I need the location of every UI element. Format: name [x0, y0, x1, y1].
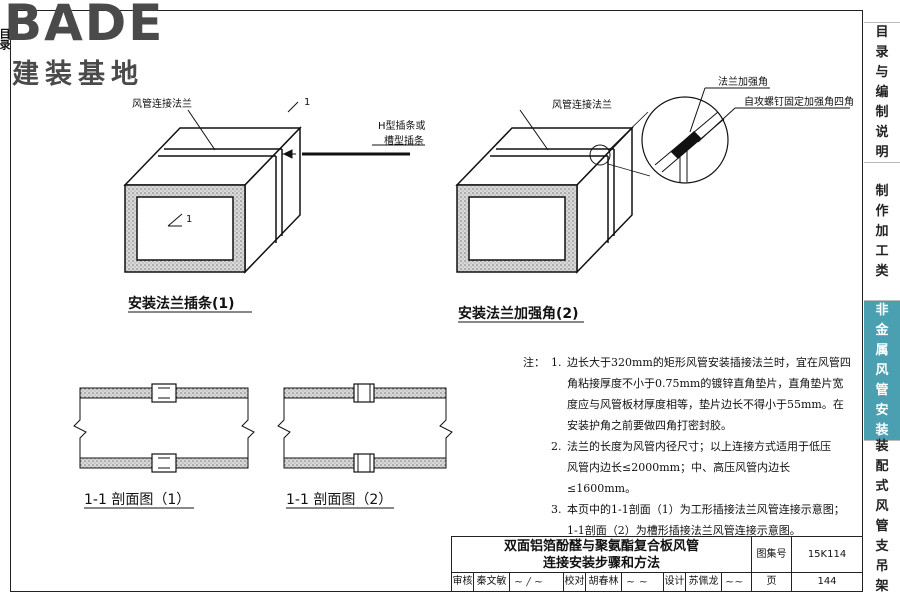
side-tab-hangers[interactable]: 装配式风管支吊架	[864, 439, 900, 594]
figure1-leaders	[187, 101, 425, 159]
check-label: 校对	[564, 573, 586, 591]
side-tab-catalog[interactable]: 目录与编制说明	[864, 22, 900, 162]
check-signature: ~ ~	[622, 573, 664, 591]
note-line: 本页中的1-1剖面（1）为工形插接法兰风管连接示意图；	[567, 503, 845, 516]
logo-subtitle: 建装基地	[12, 59, 144, 90]
title-line-2: 连接安装步骤和方法	[542, 556, 660, 571]
side-tab-fabrication[interactable]: 制作加工类	[864, 162, 900, 300]
side-tab-label: 目录与编制说明	[875, 24, 889, 160]
figure2-caption: 安装法兰加强角(2)	[458, 306, 579, 322]
note-number: 2.	[551, 440, 562, 453]
atlas-value: 15K114	[792, 537, 862, 573]
figure2-corner-label: 法兰加强角	[718, 77, 768, 88]
side-tab-label: 装配式风管支吊架	[875, 438, 889, 594]
side-tab-label: 制作加工类	[875, 183, 889, 279]
note-item: 3. 本页中的1-1剖面（1）为工形插接法兰风管连接示意图； 1-1剖面（2）为…	[523, 499, 853, 541]
drawing-frame	[10, 10, 863, 592]
left-tab-1: 目录	[0, 28, 11, 50]
review-label: 审核	[452, 573, 474, 591]
notes-block: 注： 1. 边长大于320mm的矩形风管安装插接法兰时，宜在风管四 角粘接厚度不…	[523, 352, 853, 541]
section2-caption: 1-1 剖面图（2）	[286, 492, 393, 508]
check-name: 胡春林	[586, 573, 622, 591]
notes-heading: 注：	[523, 356, 545, 369]
figure2-duct	[455, 96, 729, 274]
review-name: 秦文敏	[474, 573, 510, 591]
atlas-label: 图集号	[752, 537, 792, 573]
figure1-flange-label: 风管连接法兰	[132, 99, 192, 110]
design-label: 设计	[664, 573, 686, 591]
design-name: 苏佩龙	[686, 573, 722, 591]
note-number: 1.	[551, 356, 562, 369]
page-label: 页	[752, 573, 792, 591]
side-tab-nonmetal-duct[interactable]: 非金属风管安装	[864, 300, 900, 440]
figure1-inner-marker: 1	[186, 214, 193, 225]
note-line: 安装护角之前要做四角打密封胶。	[567, 419, 732, 432]
note-line: 风管内边长≤2000mm；中、高压风管内边长≤1600mm。	[567, 461, 791, 495]
title-block: 双面铝箔酚醛与聚氨酯复合板风管 连接安装步骤和方法 图集号 15K114 审核 …	[451, 536, 863, 592]
section2-drawing	[277, 383, 453, 473]
figure1-insert-label-2: 槽型插条	[384, 136, 424, 147]
figure1-section-marker: 1	[304, 97, 311, 108]
title-line-1: 双面铝箔酚醛与聚氨酯复合板风管	[503, 539, 699, 554]
note-line: 1-1剖面（2）为槽形插接法兰风管连接示意图。	[567, 524, 801, 537]
page-number: 144	[817, 576, 837, 587]
review-signature: ~ / ~	[510, 573, 564, 591]
logo: BADE 建装基地	[4, 0, 194, 90]
side-tab-label: 非金属风管安装	[875, 302, 889, 438]
note-line: 法兰的长度为风管内径尺寸；以上连接方式适用于低压	[567, 440, 831, 453]
figure1-caption: 安装法兰插条(1)	[128, 296, 235, 312]
section1-caption: 1-1 剖面图（1）	[84, 492, 191, 508]
note-line: 角粘接厚度不小于0.75mm的镀锌直角垫片，直角垫片宽	[567, 377, 844, 390]
note-item: 注： 1. 边长大于320mm的矩形风管安装插接法兰时，宜在风管四 角粘接厚度不…	[523, 352, 853, 436]
section1-drawing	[73, 383, 255, 473]
design-signature: ~~	[722, 573, 752, 591]
note-text: 法兰的长度为风管内径尺寸；以上连接方式适用于低压 风管内边长≤2000mm；中、…	[567, 436, 853, 499]
note-line: 边长大于320mm的矩形风管安装插接法兰时，宜在风管四	[567, 356, 851, 369]
note-number: 3.	[551, 503, 562, 516]
note-line: 度应与风管板材厚度相等，垫片边长不得小于55mm。在	[567, 398, 844, 411]
figure1-duct	[123, 126, 302, 274]
title-block-title: 双面铝箔酚醛与聚氨酯复合板风管 连接安装步骤和方法	[452, 537, 752, 573]
figure2-flange-label: 风管连接法兰	[552, 100, 612, 111]
note-text: 本页中的1-1剖面（1）为工形插接法兰风管连接示意图； 1-1剖面（2）为槽形插…	[567, 499, 853, 541]
figure1-insert-label-1: H型插条或	[378, 121, 426, 132]
note-text: 边长大于320mm的矩形风管安装插接法兰时，宜在风管四 角粘接厚度不小于0.75…	[567, 352, 853, 436]
note-item: 2. 法兰的长度为风管内径尺寸；以上连接方式适用于低压 风管内边长≤2000mm…	[523, 436, 853, 499]
figure2-leaders	[519, 87, 850, 151]
logo-brand: BADE	[4, 0, 165, 52]
figure2-screw-label: 自攻螺钉固定加强角四角	[744, 97, 854, 108]
